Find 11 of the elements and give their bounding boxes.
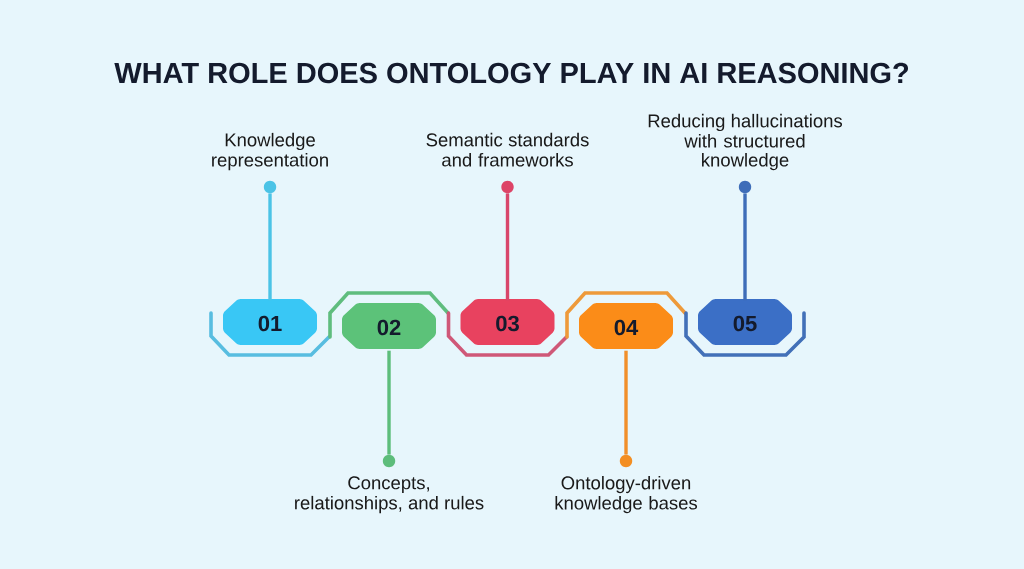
title: WHAT ROLE DOES ONTOLOGY PLAY IN AI REASONING?	[114, 62, 909, 84]
leader-line	[268, 193, 272, 301]
leader-line	[743, 193, 747, 301]
description-text: Semantic standards and frameworks	[426, 132, 589, 167]
description-text: Concepts, relationships, and rules	[295, 476, 484, 514]
leader-line	[505, 193, 510, 301]
description-text: Knowledge representation	[212, 132, 328, 171]
description-text: Ontology-driven knowledge bases	[555, 475, 698, 514]
leader-line	[624, 350, 628, 455]
description-text: Reducing hallucinations with structured knowledge	[648, 113, 843, 171]
leader-line	[387, 350, 391, 455]
